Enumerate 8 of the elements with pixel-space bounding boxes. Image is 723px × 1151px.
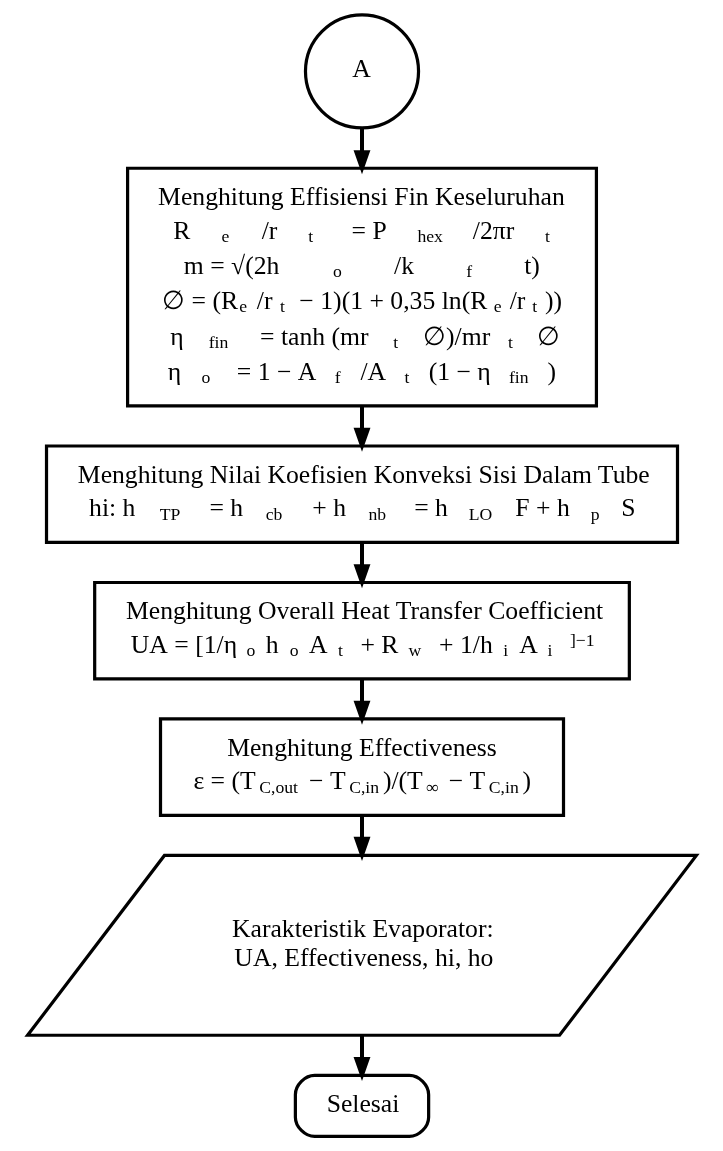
arrow [353,542,370,589]
arrow [353,128,370,175]
arrow [353,815,370,861]
arrow [353,406,370,452]
arrow [353,678,370,725]
node-box: Selesai [293,1073,430,1139]
arrow [353,1035,370,1081]
node-circle: A [303,13,420,130]
